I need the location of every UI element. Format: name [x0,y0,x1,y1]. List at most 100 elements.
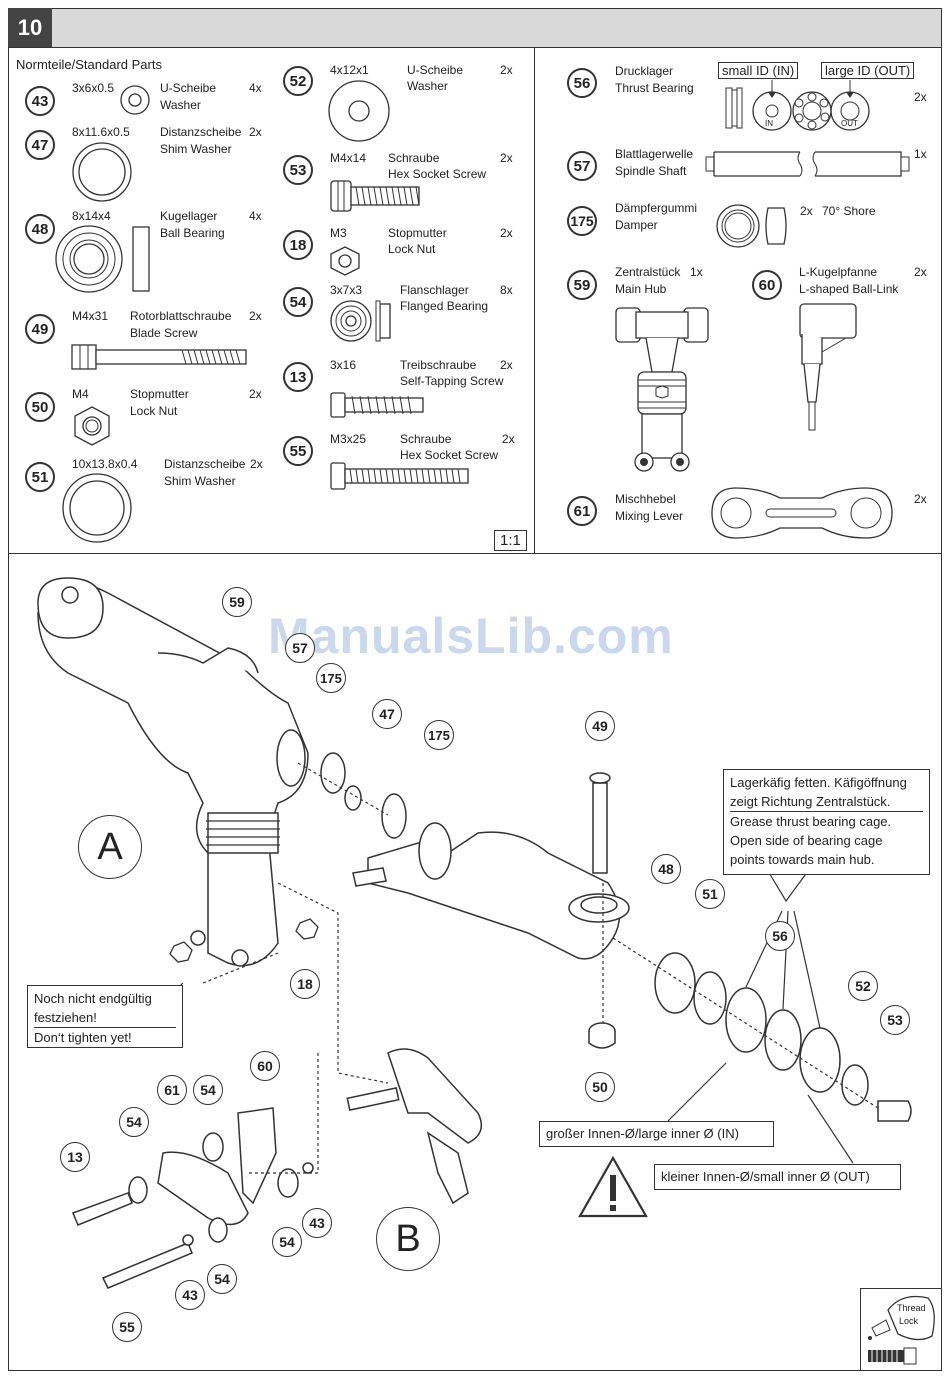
grease-en-line-2: Open side of bearing cage [730,833,883,848]
part-name-de: U-Scheibe [407,63,464,77]
part-name-en: L-shaped Ball-Link [799,282,899,296]
tighten-en: Don‘t tighten yet! [34,1030,132,1045]
small-inner-note: kleiner Innen-Ø/small inner Ø (OUT) [654,1164,901,1190]
part-qty: 2x [500,226,513,240]
grease-en-line-1: Grease thrust bearing cage. [730,814,892,829]
part-name-en: Shim Washer [164,474,236,488]
part-number-55: 55 [283,436,313,466]
part-name-en: Flanged Bearing [400,299,489,313]
part-name-de: U-Scheibe [160,81,217,95]
thread-lock-label-2: Lock [899,1316,919,1326]
part-name-de: Mischhebel [615,492,676,506]
part-size: 10x13.8x0.4 [72,457,138,471]
part-size: 8x14x4 [72,209,111,223]
part-name-en: Lock Nut [388,242,436,256]
part-number-49: 49 [25,314,55,344]
thread-lock-box [860,1288,942,1371]
part-name-de: Zentralstück [615,265,681,279]
part-number-47: 47 [25,130,55,160]
ball-bearing-48-icon [55,225,150,293]
thread-lock-bottle-icon [868,1295,935,1365]
part-size: 3x16 [330,358,357,372]
callout-175: 175 [316,663,346,693]
part-size: M4 [72,387,89,401]
callout-54: 54 [119,1107,149,1137]
part-name-en: Self-Tapping Screw [400,374,504,388]
washer-43-icon [120,85,150,115]
part-qty: 2x [500,151,513,165]
step-number: 10 [8,8,52,48]
mixing-lever-61-icon [711,487,893,539]
part-qty: 4x [249,209,262,223]
part-size: 3x6x0.5 [72,81,115,95]
thread-lock-label-1: Thread [897,1303,926,1313]
part-size: M4x31 [72,309,109,323]
in-marker: IN [765,119,773,128]
large-id-label: large ID (OUT) [821,62,915,79]
part-name-en: Washer [160,98,201,112]
part-name-en: Blade Screw [130,326,198,340]
part-size: 4x12x1 [330,63,369,77]
part-name-en: Main Hub [615,282,667,296]
part-qty: 2x [800,204,813,218]
part-number-50: 50 [25,392,55,422]
callout-55: 55 [112,1312,142,1342]
part-name-de: L-Kugelpfanne [799,265,878,279]
callout-57: 57 [285,633,315,663]
part-number-48: 48 [25,214,55,244]
tighten-de-line-2: festziehen! [34,1008,176,1028]
main-hub-59-icon [615,307,709,472]
part-qty: 2x [914,265,927,279]
assembly-label-a: A [78,815,142,879]
tighten-note: Noch nicht endgültig festziehen! Don‘t t… [27,985,183,1048]
callout-59: 59 [222,587,252,617]
lock-nut-18-icon [330,246,360,276]
step-header-bar [8,8,942,48]
part-name-de: Schraube [400,432,452,446]
blade-screw-49-icon [71,344,247,370]
callout-175: 175 [424,720,454,750]
self-tapping-screw-13-icon [330,392,424,418]
spindle-shaft-57-icon [705,151,910,177]
small-id-label: small ID (IN) [718,62,799,79]
part-size: M4x14 [330,151,367,165]
part-qty: 2x [914,492,927,506]
part-number-56: 56 [567,68,597,98]
callout-13: 13 [60,1142,90,1172]
part-size: M3 [330,226,347,240]
callout-54: 54 [193,1075,223,1105]
part-name-en: Washer [407,79,448,93]
part-name-en: Spindle Shaft [615,164,687,178]
part-qty: 2x [500,358,513,372]
callout-60: 60 [250,1051,280,1081]
callout-43: 43 [302,1208,332,1238]
shim-washer-51-icon [62,473,132,543]
part-name-de: Distanzscheibe [160,125,242,139]
part-name-de: Kugellager [160,209,218,223]
callout-50: 50 [585,1072,615,1102]
section-title: Normteile/Standard Parts [16,57,162,72]
part-qty: 8x [500,283,513,297]
part-size: 3x7x3 [330,283,363,297]
part-name-en: Hex Socket Screw [400,448,499,462]
part-number-61: 61 [567,496,597,526]
assembly-panel [8,553,942,1371]
scale-label: 1:1 [494,530,527,551]
part-name-en: Lock Nut [130,404,178,418]
assembly-drawing [37,577,912,1289]
part-number-43: 43 [25,86,55,116]
part-name-en: Ball Bearing [160,226,225,240]
hex-socket-screw-55-icon [330,462,469,490]
part-qty: 2x [249,387,262,401]
grease-en-line-3: points towards main hub. [730,852,875,867]
part-name-en: Damper [615,218,658,232]
callout-61: 61 [157,1075,187,1105]
part-name-en: Thrust Bearing [615,81,694,95]
part-size: M3x25 [330,432,367,446]
part-name-de: Dämpfergummi [615,201,698,215]
part-number-53: 53 [283,155,313,185]
part-name-de: Treibschraube [400,358,477,372]
part-qty: 2x [500,63,513,77]
callout-52: 52 [848,971,878,1001]
grease-de-line-1: Lagerkäfig fetten. Käfigöffnung [730,775,907,790]
